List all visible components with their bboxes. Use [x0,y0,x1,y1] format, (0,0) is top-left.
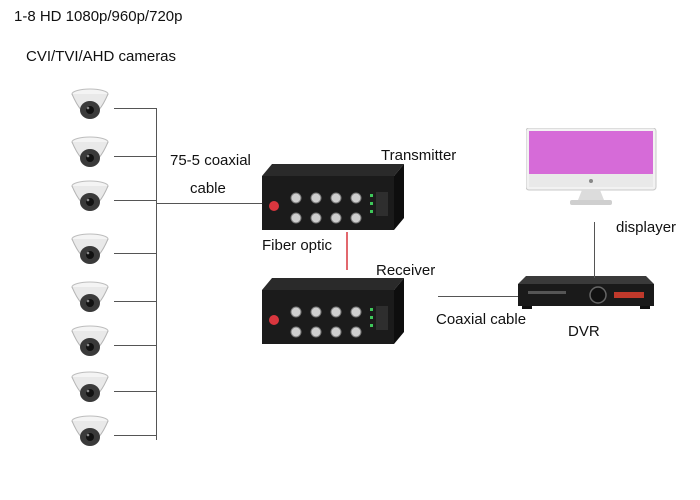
camera-icon [68,415,112,455]
dvr-to-monitor-line [594,222,595,278]
camera-icon [68,281,112,321]
fiber-label: Fiber optic [262,237,333,254]
fiber-link [342,232,352,272]
camera-cable [114,200,156,201]
coax-link-to-transmitter [156,203,262,204]
camera-bus-line [156,108,157,440]
title-line-1: 1-8 HD 1080p/960p/720p [14,8,183,25]
coax-label-line-2: cable [190,180,226,197]
camera-icon [68,371,112,411]
receiver-label: Receiver [376,262,436,279]
camera-icon [68,180,112,220]
transmitter-device [258,164,408,232]
coax-bottom-label: Coaxial cable [436,311,527,328]
camera-cable [114,301,156,302]
transmitter-label: Transmitter [381,147,457,164]
camera-icon [68,88,112,128]
dvr-label: DVR [568,323,600,340]
camera-icon [68,233,112,273]
camera-cable [114,435,156,436]
dvr-device [518,276,654,310]
camera-icon [68,136,112,176]
camera-cable [114,156,156,157]
monitor [526,128,658,208]
camera-cable [114,108,156,109]
displayer-label: displayer [616,219,677,236]
title-line-2: CVI/TVI/AHD cameras [26,48,177,65]
camera-cable [114,253,156,254]
camera-cable [114,345,156,346]
camera-icon [68,325,112,365]
coax-label-line-1: 75-5 coaxial [170,152,251,169]
coax-link-to-dvr [438,296,520,297]
camera-cable [114,391,156,392]
receiver-device [258,278,408,346]
